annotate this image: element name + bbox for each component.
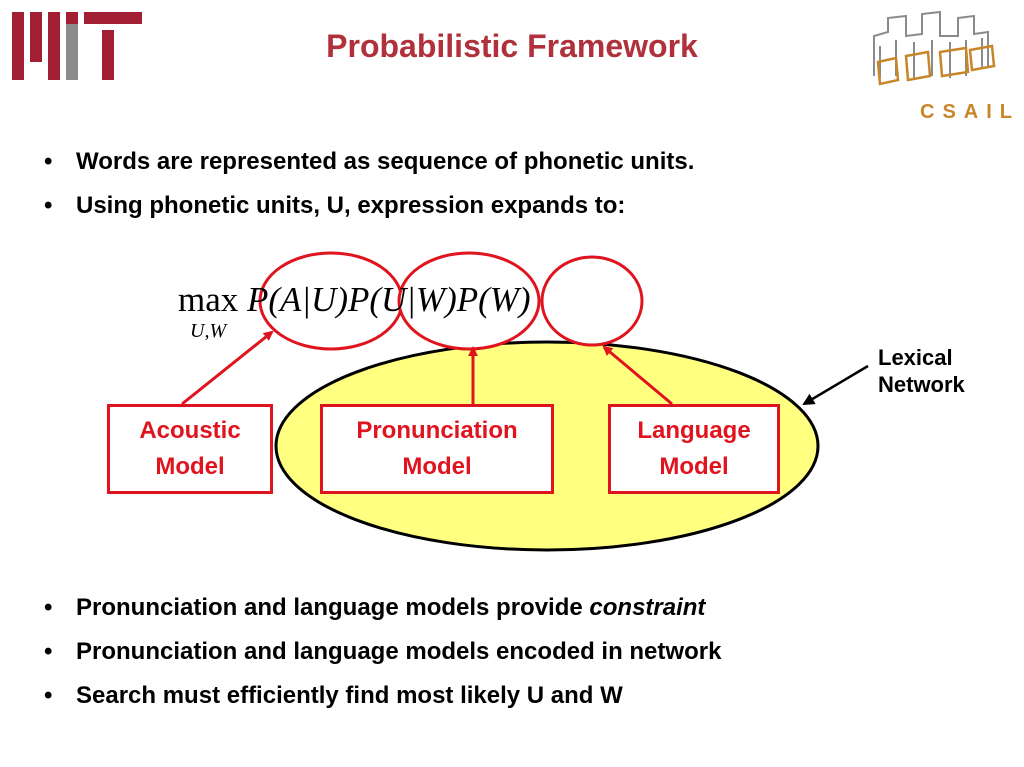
- bullet-item: •Search must efficiently find most likel…: [44, 674, 721, 718]
- lexical-network-label: Lexical Network: [878, 345, 965, 397]
- slide-title: Probabilistic Framework: [326, 28, 698, 64]
- language-model-box: Language Model: [608, 404, 780, 494]
- formula-subscript: U,W: [190, 320, 227, 342]
- bullet-dot: •: [44, 594, 53, 621]
- bullet-item: •Pronunciation and language models encod…: [44, 630, 721, 674]
- bullet-item: •Pronunciation and language models provi…: [44, 586, 721, 630]
- mit-logo: [12, 12, 144, 82]
- bullet-item: •Words are represented as sequence of ph…: [44, 140, 694, 184]
- acoustic-model-box: Acoustic Model: [107, 404, 273, 494]
- emphasis-text: constraint: [589, 594, 706, 621]
- bottom-bullet-list: •Pronunciation and language models provi…: [44, 586, 721, 718]
- language-term-circle: [540, 255, 644, 347]
- formula-term-3: P(W): [456, 280, 531, 319]
- bullet-item: •Using phonetic units, U, expression exp…: [44, 184, 694, 228]
- lexical-network-arrow: [802, 364, 869, 406]
- pronunciation-model-box: Pronunciation Model: [320, 404, 554, 494]
- formula-term-1: P(A|U): [247, 280, 348, 319]
- language-arrow: [602, 345, 673, 406]
- formula: max P(A|U)P(U|W)P(W): [178, 280, 531, 319]
- acoustic-arrow: [181, 330, 274, 406]
- bullet-dot: •: [44, 148, 53, 175]
- csail-logo: CSAIL: [866, 6, 1016, 124]
- framework-diagram: max P(A|U)P(U|W)P(W) U,W Acoustic Model …: [0, 240, 1024, 580]
- bullet-dot: •: [44, 192, 53, 219]
- formula-term-2: P(U|W): [347, 280, 457, 319]
- bullet-dot: •: [44, 682, 53, 709]
- svg-text:CSAIL: CSAIL: [920, 101, 1016, 123]
- top-bullet-list: •Words are represented as sequence of ph…: [44, 140, 694, 228]
- bullet-dot: •: [44, 638, 53, 665]
- csail-logo-lettering: CSAIL: [920, 101, 1016, 123]
